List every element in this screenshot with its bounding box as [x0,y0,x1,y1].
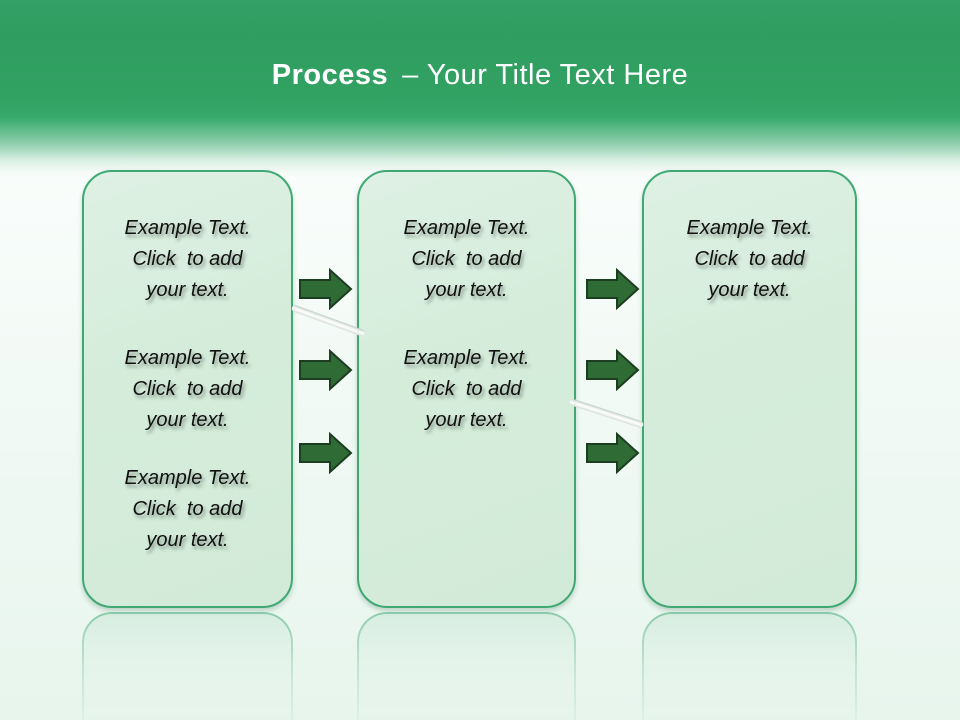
placeholder-line: Example Text. [124,217,251,239]
right-arrow-icon [586,349,640,391]
text-placeholder[interactable]: Example Text. Click to add your text. [644,213,855,306]
placeholder-line: Click to add [411,248,522,270]
placeholder-line: Click to add [132,378,243,400]
header-band [0,0,960,178]
text-placeholder[interactable]: Example Text. Click to add your text. [84,343,291,436]
process-box-1[interactable]: Example Text. Click to add your text. Ex… [82,170,293,608]
text-placeholder[interactable]: Example Text. Click to add your text. [359,213,574,306]
placeholder-line: your text. [146,529,229,551]
box-reflection [82,612,293,720]
right-arrow-icon [586,268,640,310]
placeholder-line: Click to add [132,498,243,520]
right-arrow-icon [299,349,353,391]
placeholder-line: Example Text. [124,347,251,369]
placeholder-line: your text. [425,409,508,431]
box-reflection [357,612,576,720]
box-reflection [642,612,857,720]
process-box-3[interactable]: Example Text. Click to add your text. [642,170,857,608]
placeholder-line: your text. [146,409,229,431]
text-placeholder[interactable]: Example Text. Click to add your text. [84,463,291,556]
placeholder-line: Click to add [694,248,805,270]
placeholder-line: Example Text. [403,217,530,239]
placeholder-line: Example Text. [686,217,813,239]
placeholder-line: your text. [146,279,229,301]
connector-line [568,398,645,429]
text-placeholder[interactable]: Example Text. Click to add your text. [84,213,291,306]
placeholder-line: Click to add [411,378,522,400]
placeholder-line: Example Text. [124,467,251,489]
title-keyword: Process [271,59,389,91]
placeholder-line: your text. [708,279,791,301]
text-placeholder[interactable]: Example Text. Click to add your text. [359,343,574,436]
slide-title[interactable]: Process – Your Title Text Here [0,56,960,94]
placeholder-line: your text. [425,279,508,301]
right-arrow-icon [299,432,353,474]
right-arrow-icon [586,432,640,474]
placeholder-line: Click to add [132,248,243,270]
process-box-2[interactable]: Example Text. Click to add your text. Ex… [357,170,576,608]
title-placeholder-text: – Your Title Text Here [402,59,689,91]
right-arrow-icon [299,268,353,310]
placeholder-line: Example Text. [403,347,530,369]
